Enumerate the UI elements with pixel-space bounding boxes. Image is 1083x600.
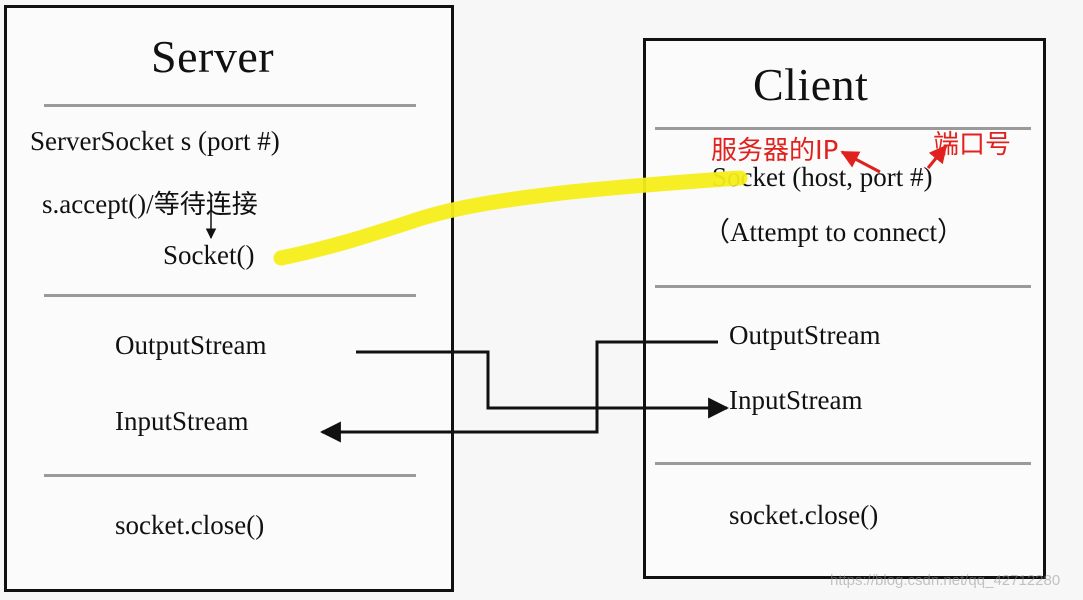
client-divider-top [655, 127, 1031, 130]
server-box [4, 5, 454, 592]
client-title: Client [753, 59, 869, 110]
server-ip-arrow [840, 150, 881, 174]
accept-cn-label: 等待连接 [153, 190, 258, 220]
server-ip-annotation: 服务器的IP [711, 136, 839, 166]
watermark-text: https://blog.csdn.net/qq_42712280 [830, 572, 1061, 589]
client-attempt-label: （Attempt to connect） [703, 217, 964, 247]
server-divider-top [44, 104, 416, 107]
accept-call: s.accept()/ [42, 189, 154, 219]
server-socket-label: ServerSocket s (port #) [30, 126, 280, 156]
server-title: Server [151, 31, 275, 82]
connection-highlight-stroke [273, 170, 748, 266]
server-socket-call: Socket() [163, 240, 255, 270]
server-output-to-client-input-line [356, 350, 730, 419]
server-input-stream: InputStream [115, 406, 249, 436]
server-output-stream: OutputStream [115, 330, 267, 360]
port-number-arrow [926, 144, 948, 169]
client-socket-call: Socket (host, port #) [712, 162, 933, 192]
server-divider-middle [44, 294, 416, 297]
client-output-stream: OutputStream [729, 320, 881, 350]
client-divider-bottom [655, 462, 1031, 465]
server-close: socket.close() [115, 510, 265, 540]
client-output-to-server-input-line [319, 340, 718, 443]
client-input-stream: InputStream [729, 385, 863, 415]
client-divider-middle [655, 285, 1031, 288]
client-close: socket.close() [729, 500, 879, 530]
server-divider-bottom [44, 474, 416, 477]
accept-label: s.accept()/等待连接 [42, 184, 258, 221]
port-number-annotation: 端口号 [933, 130, 1012, 160]
